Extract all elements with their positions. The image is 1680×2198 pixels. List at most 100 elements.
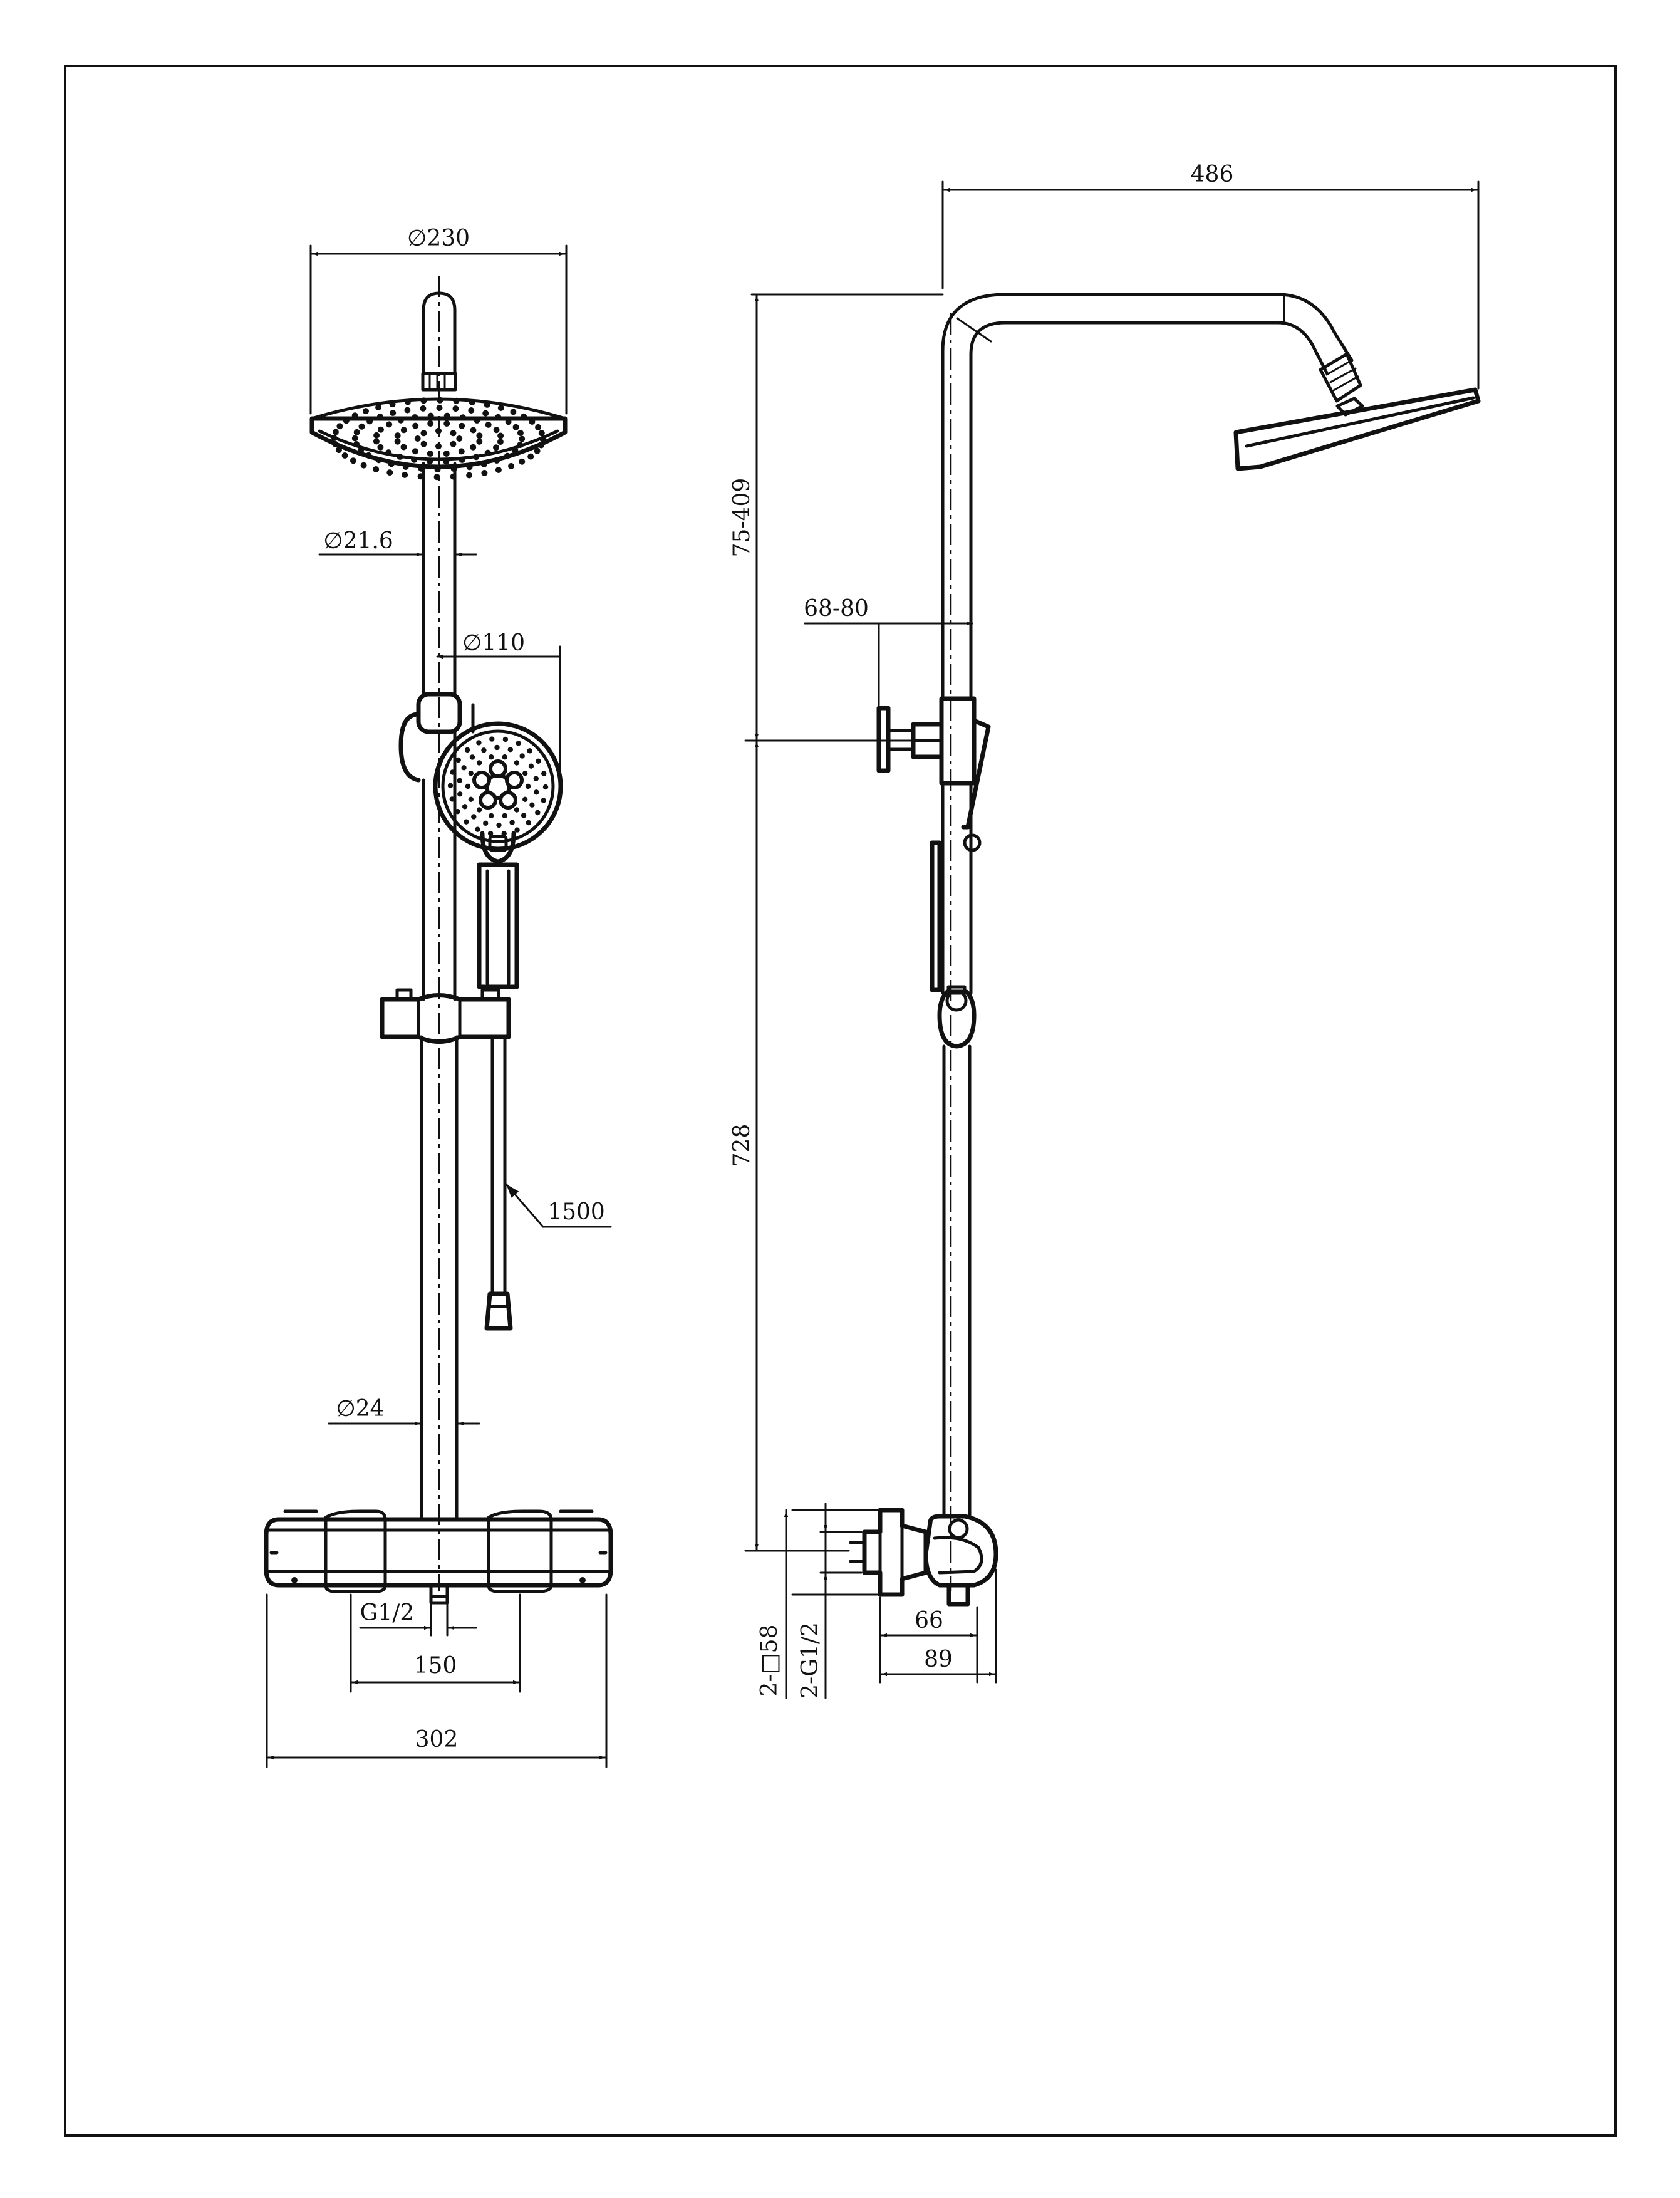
dim-inlet-thread: G1/2 (360, 1600, 415, 1626)
hand-nozzle (534, 789, 539, 795)
rain-nozzle (420, 430, 427, 437)
rain-nozzle (480, 461, 487, 467)
rain-nozzle (470, 444, 477, 451)
hand-nozzle (527, 748, 532, 754)
rain-nozzle (527, 453, 534, 460)
rain-nozzle (443, 451, 450, 457)
rain-nozzle (517, 442, 524, 449)
rain-nozzle (452, 405, 459, 412)
hand-nozzle (461, 765, 467, 771)
rain-nozzle (450, 440, 457, 447)
dim-wall-bracket: 68-80 (804, 596, 869, 622)
hand-nozzle (489, 754, 494, 760)
hand-nozzle (542, 784, 549, 790)
dim-pipe-lower-diameter: ∅24 (336, 1396, 384, 1422)
rain-nozzle (510, 409, 517, 415)
rain-nozzle (343, 417, 350, 424)
rain-nozzle (469, 399, 475, 406)
hand-nozzle (514, 807, 520, 813)
hand-nozzle (541, 798, 546, 803)
rain-nozzle (470, 427, 477, 434)
rain-nozzle (353, 429, 360, 435)
rain-nozzle (412, 422, 419, 429)
rain-nozzle (390, 410, 397, 416)
rain-nozzle (336, 423, 343, 430)
side-head-swivel (1319, 352, 1362, 403)
dim-connector-thread: 2-G1/2 (797, 1622, 823, 1699)
side-hand-shower (930, 840, 942, 992)
rain-nozzle (519, 435, 526, 442)
side-slider (939, 696, 977, 786)
hand-nozzle (519, 753, 525, 759)
rain-nozzle (529, 419, 536, 425)
hand-nozzle (468, 796, 474, 803)
hand-nozzle (487, 830, 494, 836)
rain-nozzle (476, 432, 483, 439)
side-riser-outer (941, 293, 1354, 701)
rain-nozzle (512, 447, 519, 454)
rain-nozzle (468, 407, 475, 414)
rain-nozzle (473, 454, 480, 461)
hand-nozzle (494, 744, 500, 751)
hand-nozzle (509, 820, 515, 825)
rain-nozzle (450, 430, 457, 437)
head-arm-nub (422, 291, 457, 375)
rain-nozzle (358, 423, 365, 430)
hand-nozzle (528, 763, 534, 769)
hand-nozzle (457, 778, 462, 783)
rain-nozzle (435, 427, 442, 434)
rain-nozzle (332, 429, 339, 435)
rain-nozzle (404, 407, 411, 414)
hand-nozzle (471, 814, 477, 820)
rain-nozzle (335, 447, 342, 454)
side-view (849, 293, 1481, 1607)
hand-nozzle (502, 736, 509, 742)
side-valve-bottom-nut (946, 1583, 970, 1607)
valve-right-handle (487, 1509, 553, 1593)
rain-nozzle (400, 444, 407, 451)
hand-nozzle (469, 754, 475, 760)
rain-nozzle (458, 448, 465, 455)
rain-nozzle (497, 439, 504, 445)
rain-nozzle (443, 458, 450, 465)
rain-nozzle (534, 447, 541, 454)
dim-riser-height: 728 (729, 1124, 755, 1167)
hand-nozzle (481, 747, 487, 753)
rain-nozzle (493, 444, 499, 451)
rain-nozzle (341, 452, 348, 459)
rain-nozzle (402, 464, 409, 470)
holder-side-knob (398, 712, 421, 783)
rain-nozzle (505, 419, 512, 425)
hand-nozzle (455, 757, 461, 763)
rain-nozzle (389, 401, 396, 408)
rain-nozzle (494, 457, 500, 464)
rain-nozzle (373, 466, 380, 472)
head-connector (421, 372, 457, 392)
hand-nozzle (489, 736, 495, 742)
rain-nozzle (538, 430, 545, 437)
rain-nozzle (378, 426, 384, 433)
rain-nozzle (394, 438, 401, 445)
hand-nozzle (476, 760, 482, 766)
rain-nozzle (331, 435, 338, 442)
hand-nozzle (514, 760, 520, 766)
hand-nozzle (536, 758, 541, 764)
rain-nozzle (482, 410, 489, 417)
rain-nozzle (495, 467, 502, 473)
rain-nozzle (493, 427, 500, 434)
hand-nozzle (535, 810, 541, 816)
rain-nozzle (436, 405, 443, 411)
rain-nozzle (427, 420, 434, 427)
hand-nozzle (516, 741, 521, 746)
rain-nozzle (443, 412, 450, 419)
rain-nozzle (456, 435, 463, 442)
hand-nozzle (526, 820, 532, 826)
rain-nozzle (385, 449, 392, 456)
rain-nozzle (388, 461, 395, 467)
rain-nozzle (351, 435, 358, 442)
side-view-dimensions: 486 75-409 728 68-80 2-□58 2-G1/2 66 (729, 162, 1480, 1699)
side-holder-clip (961, 718, 991, 830)
hand-nozzle (476, 740, 482, 746)
rain-nozzle (373, 438, 380, 445)
rain-nozzle (397, 417, 404, 424)
